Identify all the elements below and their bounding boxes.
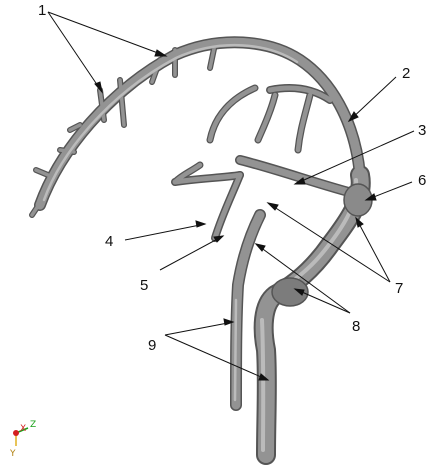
orientation-axes-icon: X Z Y <box>9 420 36 459</box>
label-9: 9 <box>148 337 156 354</box>
label-7: 7 <box>395 280 403 297</box>
axis-y-label: Y <box>9 449 16 459</box>
vessel-tree <box>32 42 372 455</box>
label-5: 5 <box>140 277 148 294</box>
label-4: 4 <box>105 233 113 250</box>
axis-x-label: X <box>20 424 26 434</box>
label-3: 3 <box>418 122 426 139</box>
axis-z-label: Z <box>30 420 36 430</box>
label-2: 2 <box>402 65 410 82</box>
label-8: 8 <box>352 318 360 335</box>
label-1: 1 <box>38 2 46 19</box>
label-6: 6 <box>418 172 426 189</box>
